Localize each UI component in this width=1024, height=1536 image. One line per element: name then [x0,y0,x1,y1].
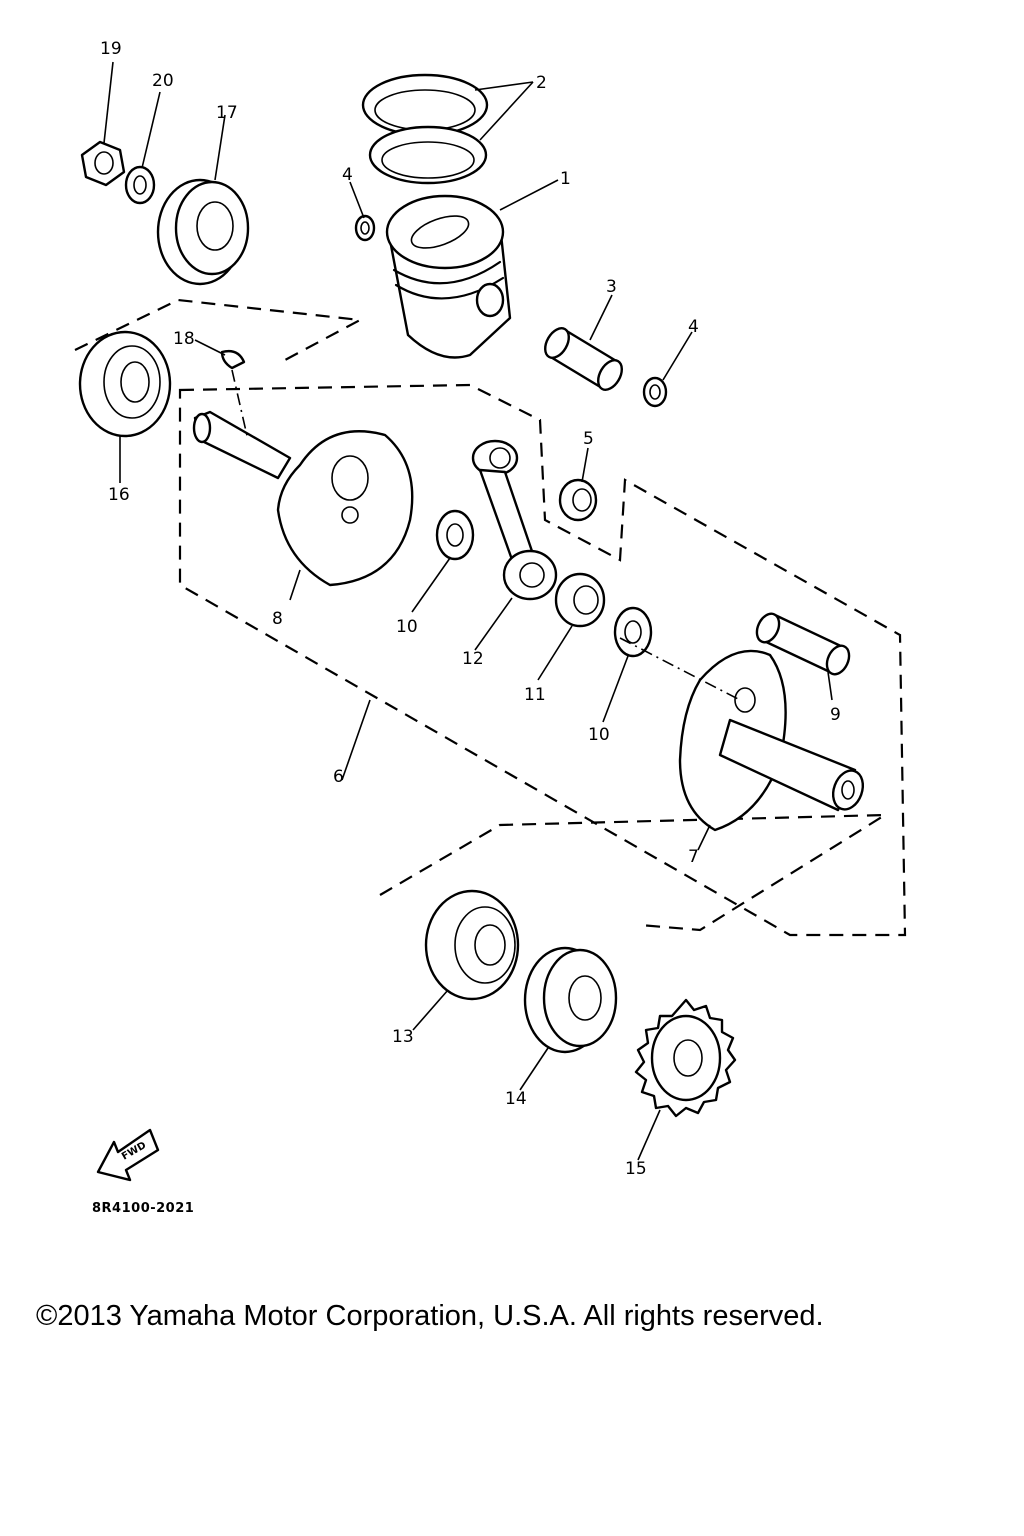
callout-16: 16 [108,485,130,505]
big-end-bearing [554,572,606,628]
diagram-code: 8R4100-2021 [92,1201,194,1216]
circlip-lower [642,376,668,408]
callout-4-upper: 4 [342,165,353,185]
callout-12: 12 [462,649,484,669]
upper-bearing-bracket [74,298,364,361]
piston-rings [361,73,489,185]
callout-1: 1 [560,169,571,189]
callout-15: 15 [625,1159,647,1179]
callout-20: 20 [152,71,174,91]
callout-18: 18 [173,329,195,349]
lower-bearing-bracket [379,813,890,932]
piston-pin [544,327,623,391]
callout-10-left: 10 [396,617,418,637]
callout-13: 13 [392,1027,414,1047]
callout-11: 11 [524,685,546,705]
crank-wheel-right [678,649,865,832]
drive-gear [634,998,737,1118]
callout-3: 3 [606,277,617,297]
woodruff-key [220,349,246,370]
callout-17: 17 [216,103,238,123]
key-centerline [231,369,249,441]
leader-lines [103,61,833,1161]
callout-4-lower: 4 [688,317,699,337]
crankshaft-assembly-outline [178,383,907,937]
connecting-rod [471,439,558,601]
callout-19: 19 [100,39,122,59]
oil-seal-lower [523,946,618,1054]
oil-seal-upper [156,178,250,286]
callout-9: 9 [830,705,841,725]
callout-2: 2 [536,73,547,93]
callout-14: 14 [505,1089,527,1109]
callout-5: 5 [583,429,594,449]
bearing-upper [78,330,172,438]
piston [385,194,512,359]
thrust-washer-left [435,509,475,561]
thrust-washer-right [613,606,653,658]
callout-7: 7 [688,847,699,867]
crank-pin [755,612,851,676]
crank-wheel-left [192,410,414,587]
bearing-lower [424,889,520,1001]
nut [80,140,126,187]
circlip-upper [354,214,376,242]
lock-washer [124,165,156,205]
forward-arrow-icon: FWD [96,1128,160,1182]
callout-8: 8 [272,609,283,629]
copyright-notice: ©2013 Yamaha Motor Corporation, U.S.A. A… [36,1300,824,1332]
small-end-bearing [558,478,598,522]
callout-10-right: 10 [588,725,610,745]
callout-6: 6 [333,767,344,787]
